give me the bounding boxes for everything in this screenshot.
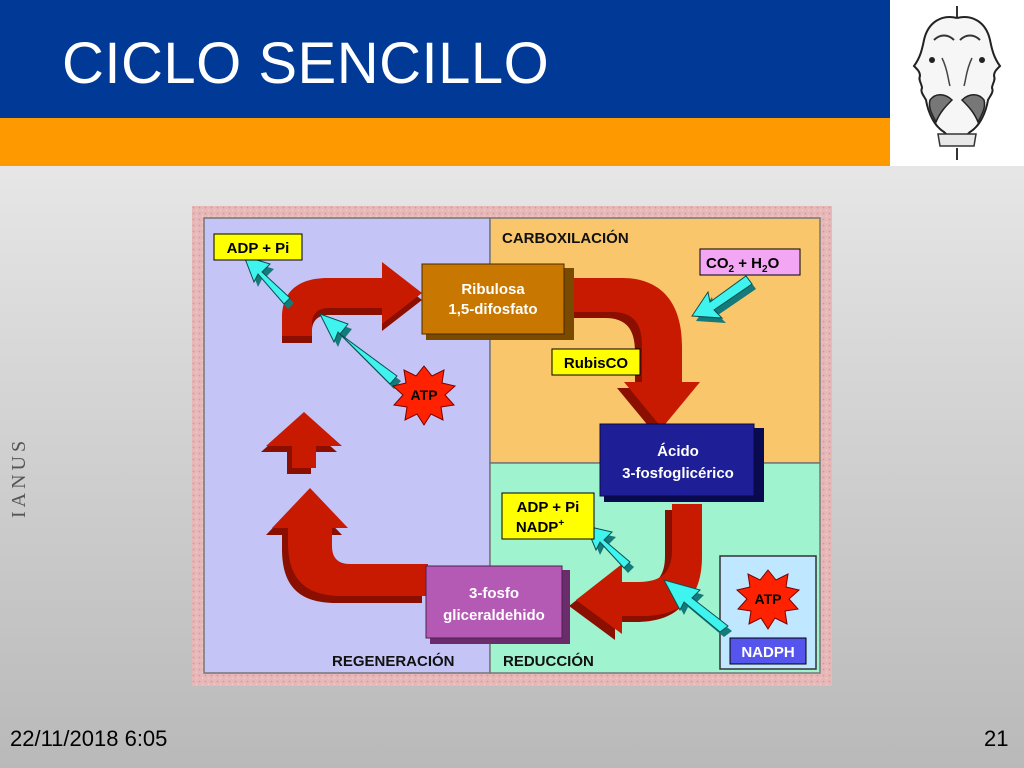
co2-h2o-label: CO2 + H2O [699,248,801,276]
footer-date: 22/11/2018 6:05 [10,726,168,751]
cyan-arrow-adp-out [243,255,294,309]
pga-label-line1: Ácido [657,443,699,460]
svg-text:ATP: ATP [755,591,782,607]
accent-bar [0,118,890,166]
janus-logo [890,0,1024,166]
pga-label-line2: 3-fosfoglicérico [622,465,734,482]
arrow-pga-to-g3p [569,504,702,640]
svg-text:NADPH: NADPH [741,644,794,661]
svg-text:ADP + Pi: ADP + Pi [227,240,290,257]
slide-title: CICLO SENCILLO [62,31,550,96]
g3p-label-line2: gliceraldehido [443,607,545,624]
arrow-g3p-to-regeneration [266,488,428,603]
arrow-ribulose-to-pga [565,278,700,434]
ribulose-label-line1: Ribulosa [461,281,525,298]
rubisco-label: RubisCO [551,348,641,376]
svg-text:ATP: ATP [411,387,438,403]
footer-page-number: 21 [984,726,1009,751]
g3p-label-line1: 3-fosfo [469,585,519,602]
arrow-regeneration-to-ribulose [282,262,422,343]
calvin-cycle-diagram: CARBOXILACIÓN REGENERACIÓN REDUCCIÓN [192,206,832,686]
cyan-arrow-energy-in [663,579,732,637]
cyan-arrow-atp-regeneration [318,313,401,389]
title-bar [0,0,890,118]
carboxylation-label: CARBOXILACIÓN [502,229,629,247]
svg-text:RubisCO: RubisCO [564,355,629,372]
reduction-label: REDUCCIÓN [503,652,594,670]
g3p-box: 3-fosfo gliceraldehido [425,565,570,644]
adp-pi-top-label: ADP + Pi [213,233,303,261]
atp-star-reduction: ATP [735,569,801,630]
ribulose-box: Ribulosa 1,5-difosfato [421,263,574,340]
arrow-regeneration-up [261,412,342,474]
svg-text:CO2 + H2O: CO2 + H2O [706,255,780,275]
nadph-label: NADPH [729,637,807,665]
pga-box: Ácido 3-fosfoglicérico [599,423,764,502]
regeneration-label: REGENERACIÓN [332,652,455,670]
cyan-arrow-co2-in [691,275,756,323]
janus-head-icon [912,6,1002,160]
adp-pi-nadp-label: ADP + Pi NADP+ [501,492,595,540]
svg-text:NADP+: NADP+ [516,518,565,536]
side-label: IANUS [8,436,30,518]
atp-star-regeneration: ATP [391,365,457,426]
ribulose-label-line2: 1,5-difosfato [448,301,537,318]
svg-text:ADP + Pi: ADP + Pi [517,499,580,516]
